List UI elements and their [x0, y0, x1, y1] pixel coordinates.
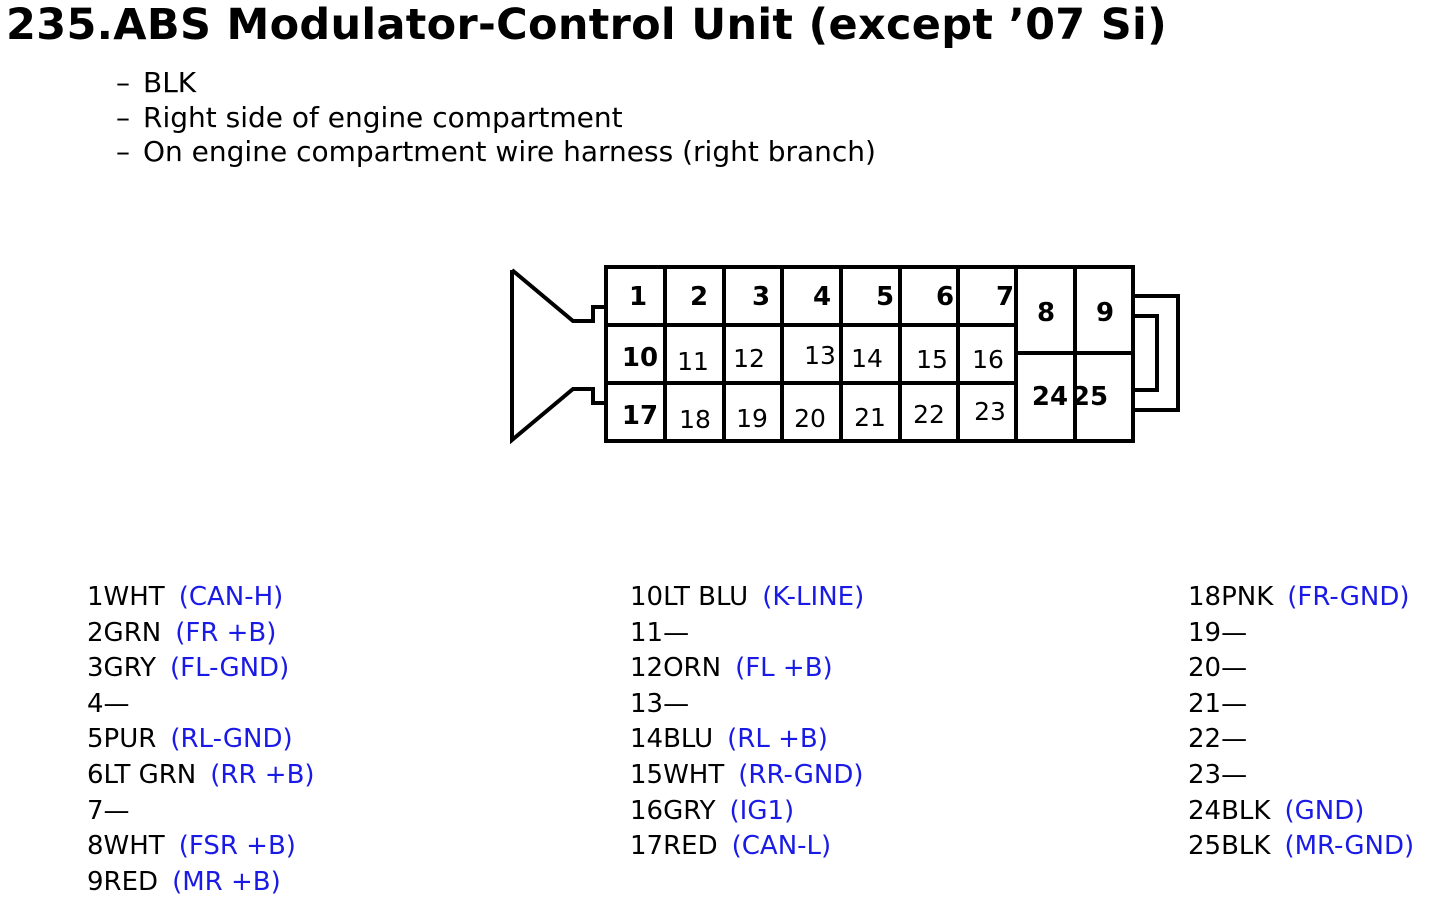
- pinout-row: 18PNK(FR-GND): [1188, 582, 1410, 612]
- pinout-row: 22—: [1188, 724, 1248, 755]
- pinout-column-2: 10LT BLU(K-LINE) 11— 12ORN(FL +B) 13— 14…: [630, 580, 864, 865]
- pin-label-10: 10: [622, 343, 658, 373]
- pinout-row: 3GRY(FL-GND): [87, 653, 290, 684]
- pin-label-8: 8: [1037, 298, 1055, 328]
- pinout-row: 6LT GRN(RR +B): [87, 759, 315, 790]
- pin-label-7: 7: [996, 282, 1014, 312]
- pin-label-19: 19: [736, 404, 768, 433]
- pin-label-3: 3: [752, 282, 770, 312]
- pin-label-15: 15: [916, 345, 948, 374]
- detail-harness: –On engine compartment wire harness (rig…: [116, 135, 876, 168]
- pin-label-1: 1: [629, 282, 647, 312]
- pinout-row: 19—: [1188, 617, 1248, 648]
- pinout-row: 5PUR(RL-GND): [87, 724, 293, 755]
- pinout-row: 8WHT(FSR +B): [87, 831, 296, 862]
- pin-label-13: 13: [804, 341, 836, 370]
- pinout-row: 14BLU(RL +B): [630, 724, 828, 755]
- pin-label-12: 12: [733, 344, 765, 373]
- pinout-row: 25BLK(MR-GND): [1188, 831, 1415, 862]
- pin-label-4: 4: [813, 282, 831, 312]
- pinout-row: 24BLK(GND): [1188, 795, 1365, 826]
- pinout-row: 1WHT(CAN-H): [87, 582, 284, 612]
- pinout-row: 21—: [1188, 688, 1248, 719]
- pinout-row: 15WHT(RR-GND): [630, 759, 864, 790]
- detail-color: –BLK: [116, 66, 197, 99]
- pinout-row: 10LT BLU(K-LINE): [630, 582, 865, 612]
- page-title: 235.ABS Modulator-Control Unit (except ’…: [6, 0, 1168, 50]
- pin-label-25: 25: [1072, 382, 1108, 412]
- pin-label-17: 17: [622, 401, 658, 431]
- pinout-row: 12ORN(FL +B): [630, 653, 833, 684]
- pin-label-9: 9: [1096, 298, 1114, 328]
- pin-label-16: 16: [972, 345, 1004, 374]
- pinout-row: 13—: [630, 688, 690, 719]
- detail-location: –Right side of engine compartment: [116, 100, 623, 134]
- pin-label-20: 20: [794, 404, 826, 433]
- pinout-row: 20—: [1188, 653, 1248, 684]
- pinout-row: 4—: [87, 688, 130, 719]
- pinout-column-3: 18PNK(FR-GND) 19— 20— 21— 22— 23— 24BLK(…: [1188, 580, 1414, 865]
- connector-details: –BLK –Right side of engine compartment –…: [116, 66, 876, 170]
- pin-label-22: 22: [913, 400, 945, 429]
- pinout-column-1: 1WHT(CAN-H) 2GRN(FR +B) 3GRY(FL-GND) 4— …: [87, 580, 315, 900]
- pinout-row: 11—: [630, 617, 690, 648]
- pinout-row: 9RED(MR +B): [87, 866, 281, 897]
- pin-label-5: 5: [876, 282, 894, 312]
- pinout-row: 2GRN(FR +B): [87, 617, 277, 648]
- pinout-row: 7—: [87, 795, 130, 826]
- pin-label-23: 23: [974, 397, 1006, 426]
- pin-label-18: 18: [679, 405, 711, 434]
- pin-label-24: 24: [1032, 382, 1068, 412]
- pin-label-21: 21: [854, 403, 886, 432]
- pinout-row: 16GRY(IG1): [630, 795, 795, 826]
- pinout-row: 23—: [1188, 759, 1248, 790]
- pin-label-2: 2: [690, 282, 708, 312]
- pin-label-6: 6: [936, 282, 954, 312]
- pin-label-11: 11: [677, 347, 709, 376]
- pinout-row: 17RED(CAN-L): [630, 831, 832, 862]
- pin-label-14: 14: [851, 344, 883, 373]
